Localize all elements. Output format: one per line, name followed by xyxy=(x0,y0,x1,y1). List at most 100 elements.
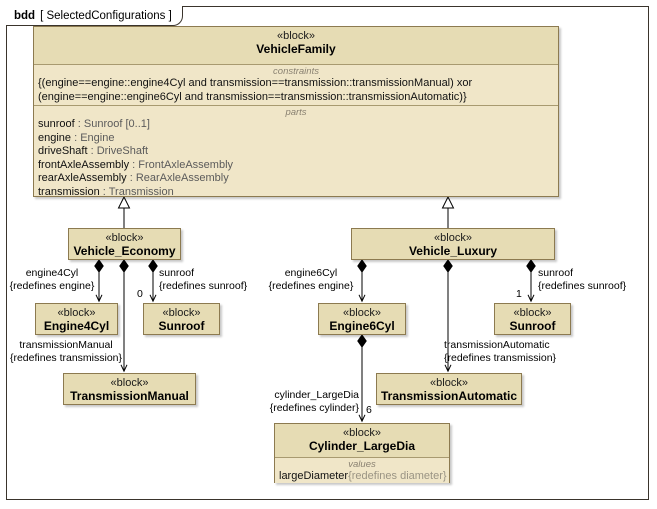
part-sep: : xyxy=(126,172,136,184)
part-role: driveShaft xyxy=(38,145,88,157)
connector-redefines: {redefines transmission} xyxy=(444,351,557,364)
stereotype-label: «block» xyxy=(162,307,201,319)
stereotype-label: «block» xyxy=(57,307,96,319)
block-cylinder-largedia[interactable]: «block» Cylinder_LargeDia values largeDi… xyxy=(274,423,450,483)
part-sep: : xyxy=(87,145,97,157)
value-redefines: {redefines diameter} xyxy=(348,470,447,482)
value-line: largeDiameter{redefines diameter} xyxy=(279,470,447,484)
block-sunroof-economy[interactable]: «block» Sunroof xyxy=(143,303,220,335)
block-name: Sunroof xyxy=(509,319,556,333)
block-transmission-manual[interactable]: «block» TransmissionManual xyxy=(63,373,196,405)
parts-compartment: parts sunroof : Sunroof [0..1] engine : … xyxy=(34,106,558,198)
stereotype-label: «block» xyxy=(343,307,381,319)
block-transmission-automatic[interactable]: «block» TransmissionAutomatic xyxy=(376,373,522,405)
part-sep: : xyxy=(74,118,84,130)
block-header: «block» Engine4Cyl xyxy=(36,304,117,334)
part-role: rearAxleAssembly xyxy=(38,172,127,184)
block-vehicle-family[interactable]: «block» VehicleFamily constraints {(engi… xyxy=(33,26,559,198)
connector-role: engine6Cyl xyxy=(284,267,338,279)
constraint-line: {(engine==engine::engine4Cyl and transmi… xyxy=(38,77,473,89)
block-vehicle-luxury[interactable]: «block» Vehicle_Luxury xyxy=(351,228,555,260)
part-sep: : xyxy=(129,158,139,171)
part-sep: : xyxy=(99,185,109,198)
part-type: RearAxleAssembly xyxy=(135,172,229,184)
block-header: «block» Sunroof xyxy=(144,304,219,334)
part-line: sunroof : Sunroof [0..1] xyxy=(38,118,554,132)
connector-role: engine4Cyl xyxy=(25,267,79,279)
connector-label-engine-cylinder: cylinder_LargeDia {redefines cylinder} xyxy=(258,389,359,414)
part-line: frontAxleAssembly : FrontAxleAssembly xyxy=(38,159,554,173)
part-line: transmission : Transmission xyxy=(38,186,554,200)
block-name: Engine6Cyl xyxy=(329,319,395,333)
stereotype-label: «block» xyxy=(110,377,149,389)
block-header: «block» Vehicle_Luxury xyxy=(352,229,554,259)
connector-multiplicity-luxury-sunroof: 1 xyxy=(516,288,522,300)
block-header: «block» TransmissionAutomatic xyxy=(377,374,521,404)
part-type: DriveShaft xyxy=(96,145,149,157)
connector-redefines: {redefines sunroof} xyxy=(159,279,248,292)
values-compartment-label: values xyxy=(348,459,376,470)
block-name: Vehicle_Economy xyxy=(73,244,176,258)
stereotype-label: «block» xyxy=(430,377,468,389)
constraints-compartment-label: constraints xyxy=(273,66,319,77)
connector-label-economy-engine: engine4Cyl {redefines engine} xyxy=(4,267,100,292)
diagram-kind-label: bdd xyxy=(14,9,36,22)
block-vehicle-economy[interactable]: «block» Vehicle_Economy xyxy=(68,228,181,260)
part-role: engine xyxy=(38,131,72,144)
connector-label-luxury-sunroof: sunroof {redefines sunroof} xyxy=(538,267,626,292)
part-role: sunroof xyxy=(38,118,75,130)
diagram-frame-tab: bdd [ SelectedConfigurations ] xyxy=(6,6,183,26)
connector-role: transmissionAutomatic xyxy=(444,339,550,351)
block-name: TransmissionManual xyxy=(70,389,189,403)
connector-multiplicity-engine-cylinder: 6 xyxy=(366,404,372,416)
stereotype-label: «block» xyxy=(434,232,472,244)
connector-redefines: {redefines sunroof} xyxy=(538,279,627,292)
connector-label-economy-transmission: transmissionManual {redefines transmissi… xyxy=(6,339,126,364)
connector-multiplicity-economy-sunroof: 0 xyxy=(137,288,143,300)
connector-label-luxury-transmission: transmissionAutomatic {redefines transmi… xyxy=(444,339,556,364)
part-type: Transmission xyxy=(108,185,174,198)
block-header: «block» VehicleFamily xyxy=(34,27,558,65)
connector-redefines: {redefines transmission} xyxy=(9,351,123,364)
stereotype-label: «block» xyxy=(343,427,381,439)
part-type: Engine xyxy=(80,131,115,144)
connector-role: transmissionManual xyxy=(19,339,113,351)
block-header: «block» Cylinder_LargeDia xyxy=(275,424,449,458)
connector-label-economy-sunroof: sunroof {redefines sunroof} xyxy=(159,267,247,292)
connector-role: sunroof xyxy=(538,267,574,279)
block-header: «block» Engine6Cyl xyxy=(319,304,405,334)
block-header: «block» TransmissionManual xyxy=(64,374,195,404)
block-name: Engine4Cyl xyxy=(43,319,110,333)
block-name: VehicleFamily xyxy=(256,42,336,56)
block-sunroof-luxury[interactable]: «block» Sunroof xyxy=(494,303,571,335)
block-header: «block» Vehicle_Economy xyxy=(69,229,180,259)
part-line: driveShaft : DriveShaft xyxy=(38,145,554,159)
connector-redefines: {redefines engine} xyxy=(9,279,95,292)
block-header: «block» Sunroof xyxy=(495,304,570,334)
block-name: Vehicle_Luxury xyxy=(408,244,498,258)
block-engine4cyl[interactable]: «block» Engine4Cyl xyxy=(35,303,118,335)
part-type: Sunroof [0..1] xyxy=(83,118,150,130)
stereotype-label: «block» xyxy=(277,30,315,42)
connector-redefines: {redefines cylinder} xyxy=(269,401,359,414)
constraint-line: (engine==engine::engine6Cyl and transmis… xyxy=(38,90,467,103)
values-compartment: values largeDiameter{redefines diameter} xyxy=(275,458,449,483)
connector-role: sunroof xyxy=(159,267,195,279)
stereotype-label: «block» xyxy=(105,232,144,244)
part-role: frontAxleAssembly xyxy=(38,158,130,171)
block-name: Cylinder_LargeDia xyxy=(308,439,416,453)
diagram-name-label: [ SelectedConfigurations ] xyxy=(40,9,172,22)
part-line: rearAxleAssembly : RearAxleAssembly xyxy=(38,172,554,186)
stereotype-label: «block» xyxy=(513,307,552,319)
connector-label-luxury-engine: engine6Cyl {redefines engine} xyxy=(263,267,359,292)
connector-role: cylinder_LargeDia xyxy=(274,389,359,401)
block-name: Sunroof xyxy=(158,319,205,333)
part-role: transmission xyxy=(38,185,100,198)
part-sep: : xyxy=(71,131,81,144)
block-engine6cyl[interactable]: «block» Engine6Cyl xyxy=(318,303,406,335)
block-name: TransmissionAutomatic xyxy=(381,389,518,403)
value-name: largeDiameter xyxy=(279,470,349,482)
connector-redefines: {redefines engine} xyxy=(268,279,354,292)
constraints-compartment: constraints {(engine==engine::engine4Cyl… xyxy=(34,65,558,106)
